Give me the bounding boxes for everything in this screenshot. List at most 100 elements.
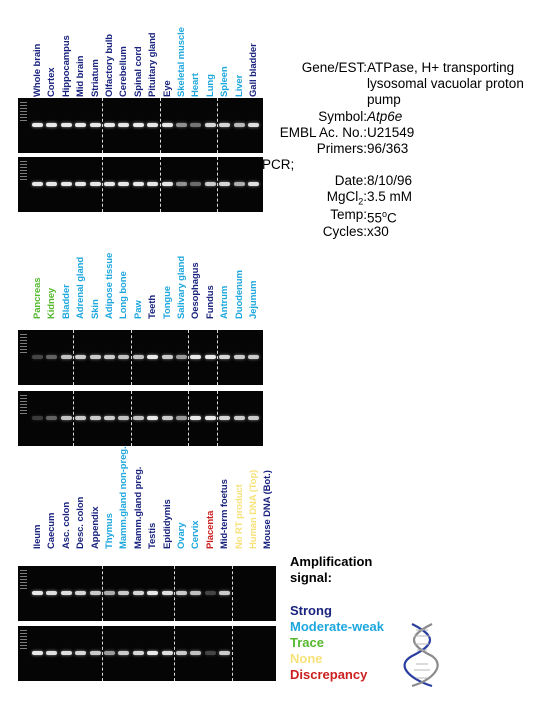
gel-band xyxy=(118,123,130,127)
legend-none: None xyxy=(290,651,323,666)
gel-band xyxy=(132,416,144,420)
lane-label-text: Mid brain xyxy=(75,55,87,97)
gel-band xyxy=(248,355,259,359)
gel-band xyxy=(118,355,130,359)
lane-label-text: Fundus xyxy=(204,285,216,319)
lane-label-cervix: Cervix xyxy=(190,460,202,560)
lane-label-text: Appendix xyxy=(89,506,101,549)
lane-separator xyxy=(174,626,175,681)
lane-label-skeletal-muscle: Skeletal muscle xyxy=(176,8,188,108)
gel-band xyxy=(219,651,231,655)
gel-band xyxy=(118,591,130,595)
panel3-gel-top xyxy=(18,566,276,621)
gel-band xyxy=(190,123,202,127)
gel-band xyxy=(176,591,187,595)
temp-unit: C xyxy=(387,210,397,226)
mgcl-label-colon: : xyxy=(363,189,367,204)
lane-label-ileum: Ileum xyxy=(32,460,44,560)
lane-label-bladder: Bladder xyxy=(61,230,73,330)
lane-label-hippocampus: Hippocampus xyxy=(61,8,73,108)
lane-label-text: Striatum xyxy=(89,59,101,97)
symbol-label: Symbol: xyxy=(318,109,367,124)
lane-label-text: Ovary xyxy=(176,522,187,549)
panel2-gel-bottom xyxy=(18,391,263,446)
panel1-gel-bottom xyxy=(18,157,263,212)
lane-label-cortex: Cortex xyxy=(46,8,58,108)
lane-label-text: No RT product xyxy=(233,484,245,549)
amplification-legend: Amplification signal: Strong Moderate-we… xyxy=(290,554,450,689)
gel-band xyxy=(118,651,130,655)
panel1-gel-top xyxy=(18,98,263,153)
gel-band xyxy=(204,182,216,186)
legend-title-line-1: Amplification xyxy=(290,554,373,569)
gel-band xyxy=(233,416,245,420)
gel-band xyxy=(190,651,202,655)
cycles-value: x30 xyxy=(367,224,389,239)
lane-label-text: Oesophagus xyxy=(190,262,202,319)
gel-band xyxy=(46,123,58,127)
gel-band xyxy=(60,355,72,359)
lane-label-oesophagus: Oesophagus xyxy=(190,230,202,330)
gene-label: Gene/EST: xyxy=(301,60,367,75)
lane-separator xyxy=(130,330,132,385)
lane-label-text: Desc. colon xyxy=(75,496,87,549)
gel-band xyxy=(176,123,187,127)
gel-band xyxy=(233,355,245,359)
gel-band xyxy=(46,651,58,655)
gel-band xyxy=(104,651,115,655)
lane-label-text: Tongue xyxy=(161,286,173,319)
gel-band xyxy=(161,355,173,359)
lane-label-text: Asc. colon xyxy=(60,501,72,549)
gene-info: Gene/EST: ATPase, H+ transporting lysoso… xyxy=(262,60,547,240)
mgcl-label: MgCl2: xyxy=(262,189,367,210)
lane-label-mid-brain: Mid brain xyxy=(75,8,87,108)
lane-label-text: Pituitary gland xyxy=(147,32,159,97)
legend-trace: Trace xyxy=(290,635,324,650)
lane-separator xyxy=(102,98,103,153)
gel-band xyxy=(132,591,144,595)
lane-label-text: Paw xyxy=(132,300,144,319)
lane-label-text: Spleen xyxy=(219,66,231,97)
lane-separator xyxy=(217,157,219,212)
gel-band xyxy=(89,123,101,127)
gel-band xyxy=(176,182,187,186)
gel-band xyxy=(46,416,58,420)
gel-band xyxy=(60,651,72,655)
gel-band xyxy=(147,651,159,655)
gel-band xyxy=(161,123,173,127)
gel-band xyxy=(75,416,87,420)
lane-separator xyxy=(188,330,190,385)
gel-band xyxy=(204,651,216,655)
lane-label-pituitary-gland: Pituitary gland xyxy=(147,8,159,108)
gel-band xyxy=(32,416,43,420)
gel-band xyxy=(176,416,187,420)
gel-band xyxy=(147,355,159,359)
gene-name-line-1: ATPase, H+ transporting xyxy=(367,60,515,75)
gel-band xyxy=(60,123,72,127)
lane-label-eye: Eye xyxy=(162,8,174,108)
gel-band xyxy=(219,123,231,127)
gel-band xyxy=(190,416,202,420)
lane-label-no-rt-product: No RT product xyxy=(234,460,246,560)
lane-label-text: Cervix xyxy=(190,520,202,549)
dna-ladder xyxy=(20,334,27,355)
gel-band xyxy=(132,651,144,655)
gel-band xyxy=(46,355,58,359)
dna-helix-icon xyxy=(403,623,439,688)
lane-separator xyxy=(73,391,75,446)
lane-label-tongue: Tongue xyxy=(162,230,174,330)
embl-value: U21549 xyxy=(367,125,415,140)
gel-band xyxy=(147,416,159,420)
lane-label-spleen: Spleen xyxy=(219,8,231,108)
lane-label-text: Epididymis xyxy=(161,499,173,549)
gel-band xyxy=(89,591,101,595)
gel-band xyxy=(89,182,101,186)
lane-label-text: Gall bladder xyxy=(248,43,259,97)
gel-band xyxy=(46,591,58,595)
lane-label-lung: Lung xyxy=(205,8,217,108)
gel-band xyxy=(104,591,115,595)
lane-label-text: Testis xyxy=(147,522,159,549)
mgcl-value: 3.5 mM xyxy=(367,189,413,204)
gel-band xyxy=(190,355,202,359)
